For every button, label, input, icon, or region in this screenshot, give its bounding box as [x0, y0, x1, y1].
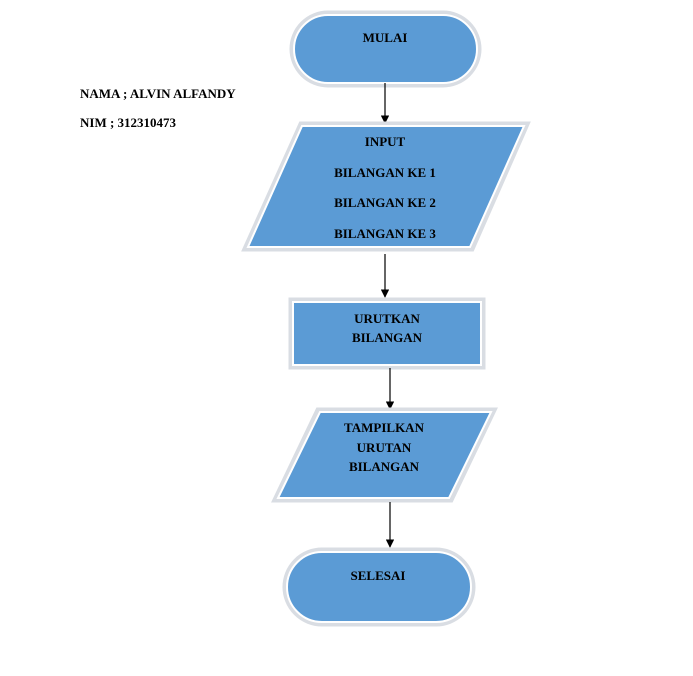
input-parallelogram: INPUT BILANGAN KE 1 BILANGAN KE 2 BILANG… — [241, 121, 531, 252]
start-label: MULAI — [363, 30, 408, 45]
process-line: URUTKAN — [354, 311, 420, 326]
output-parallelogram: TAMPILKAN URUTAN BILANGAN — [271, 407, 498, 503]
output-line: URUTAN — [357, 440, 412, 455]
nim-label: NIM ; 312310473 — [80, 115, 177, 130]
end-terminator: SELESAI — [282, 547, 476, 627]
process-line: BILANGAN — [352, 330, 423, 345]
name-label: NAMA ; ALVIN ALFANDY — [80, 86, 236, 101]
input-line: INPUT — [365, 134, 406, 149]
process-rectangle: URUTKAN BILANGAN — [288, 297, 486, 370]
output-line: TAMPILKAN — [344, 420, 425, 435]
end-label: SELESAI — [351, 568, 406, 583]
output-line: BILANGAN — [349, 459, 420, 474]
input-line: BILANGAN KE 2 — [334, 195, 436, 210]
input-line: BILANGAN KE 3 — [334, 226, 436, 241]
start-terminator: MULAI — [289, 10, 482, 88]
input-line: BILANGAN KE 1 — [334, 165, 436, 180]
